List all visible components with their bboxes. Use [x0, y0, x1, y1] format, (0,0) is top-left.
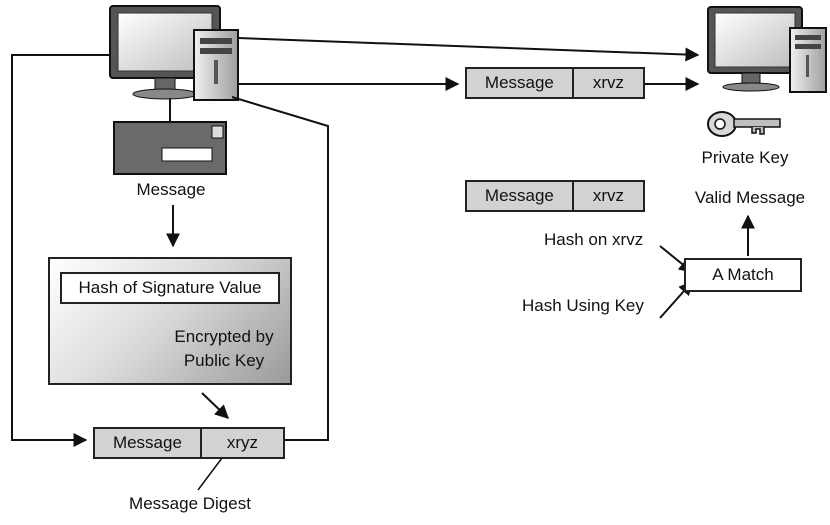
digest-hash-cell: xryz: [226, 433, 259, 452]
transmitted-message-cell: Message: [467, 69, 574, 97]
transmitted-message-box: Message xrvz: [465, 67, 645, 99]
encrypted-by-label: Encrypted by: [174, 327, 274, 346]
private-key-icon: [707, 111, 781, 137]
hash-signature-value: Hash of Signature Value: [60, 272, 280, 304]
message-digest-box: Message xryz: [93, 427, 285, 459]
receiver-computer-icon: [707, 6, 827, 93]
match-box: A Match: [684, 258, 802, 292]
private-key-label: Private Key: [701, 148, 789, 167]
digest-message-cell: Message: [95, 429, 202, 457]
valid-message-label: Valid Message: [694, 188, 806, 207]
received-message-cell: Message: [467, 182, 574, 210]
hash-on-label: Hash on xrvz: [544, 230, 644, 249]
envelope-message-label: Message: [136, 180, 206, 199]
transmitted-hash-cell: xrvz: [592, 73, 624, 92]
message-digest-caption: Message Digest: [129, 494, 251, 513]
received-message-box: Message xrvz: [465, 180, 645, 212]
sender-computer-icon: [109, 5, 239, 101]
public-key-label: Public Key: [183, 351, 265, 370]
received-hash-cell: xrvz: [592, 186, 624, 205]
envelope-icon: [113, 98, 227, 175]
hash-signature-box: Hash of Signature Value Encrypted by Pub…: [48, 257, 292, 385]
hash-using-key-label: Hash Using Key: [522, 296, 644, 315]
